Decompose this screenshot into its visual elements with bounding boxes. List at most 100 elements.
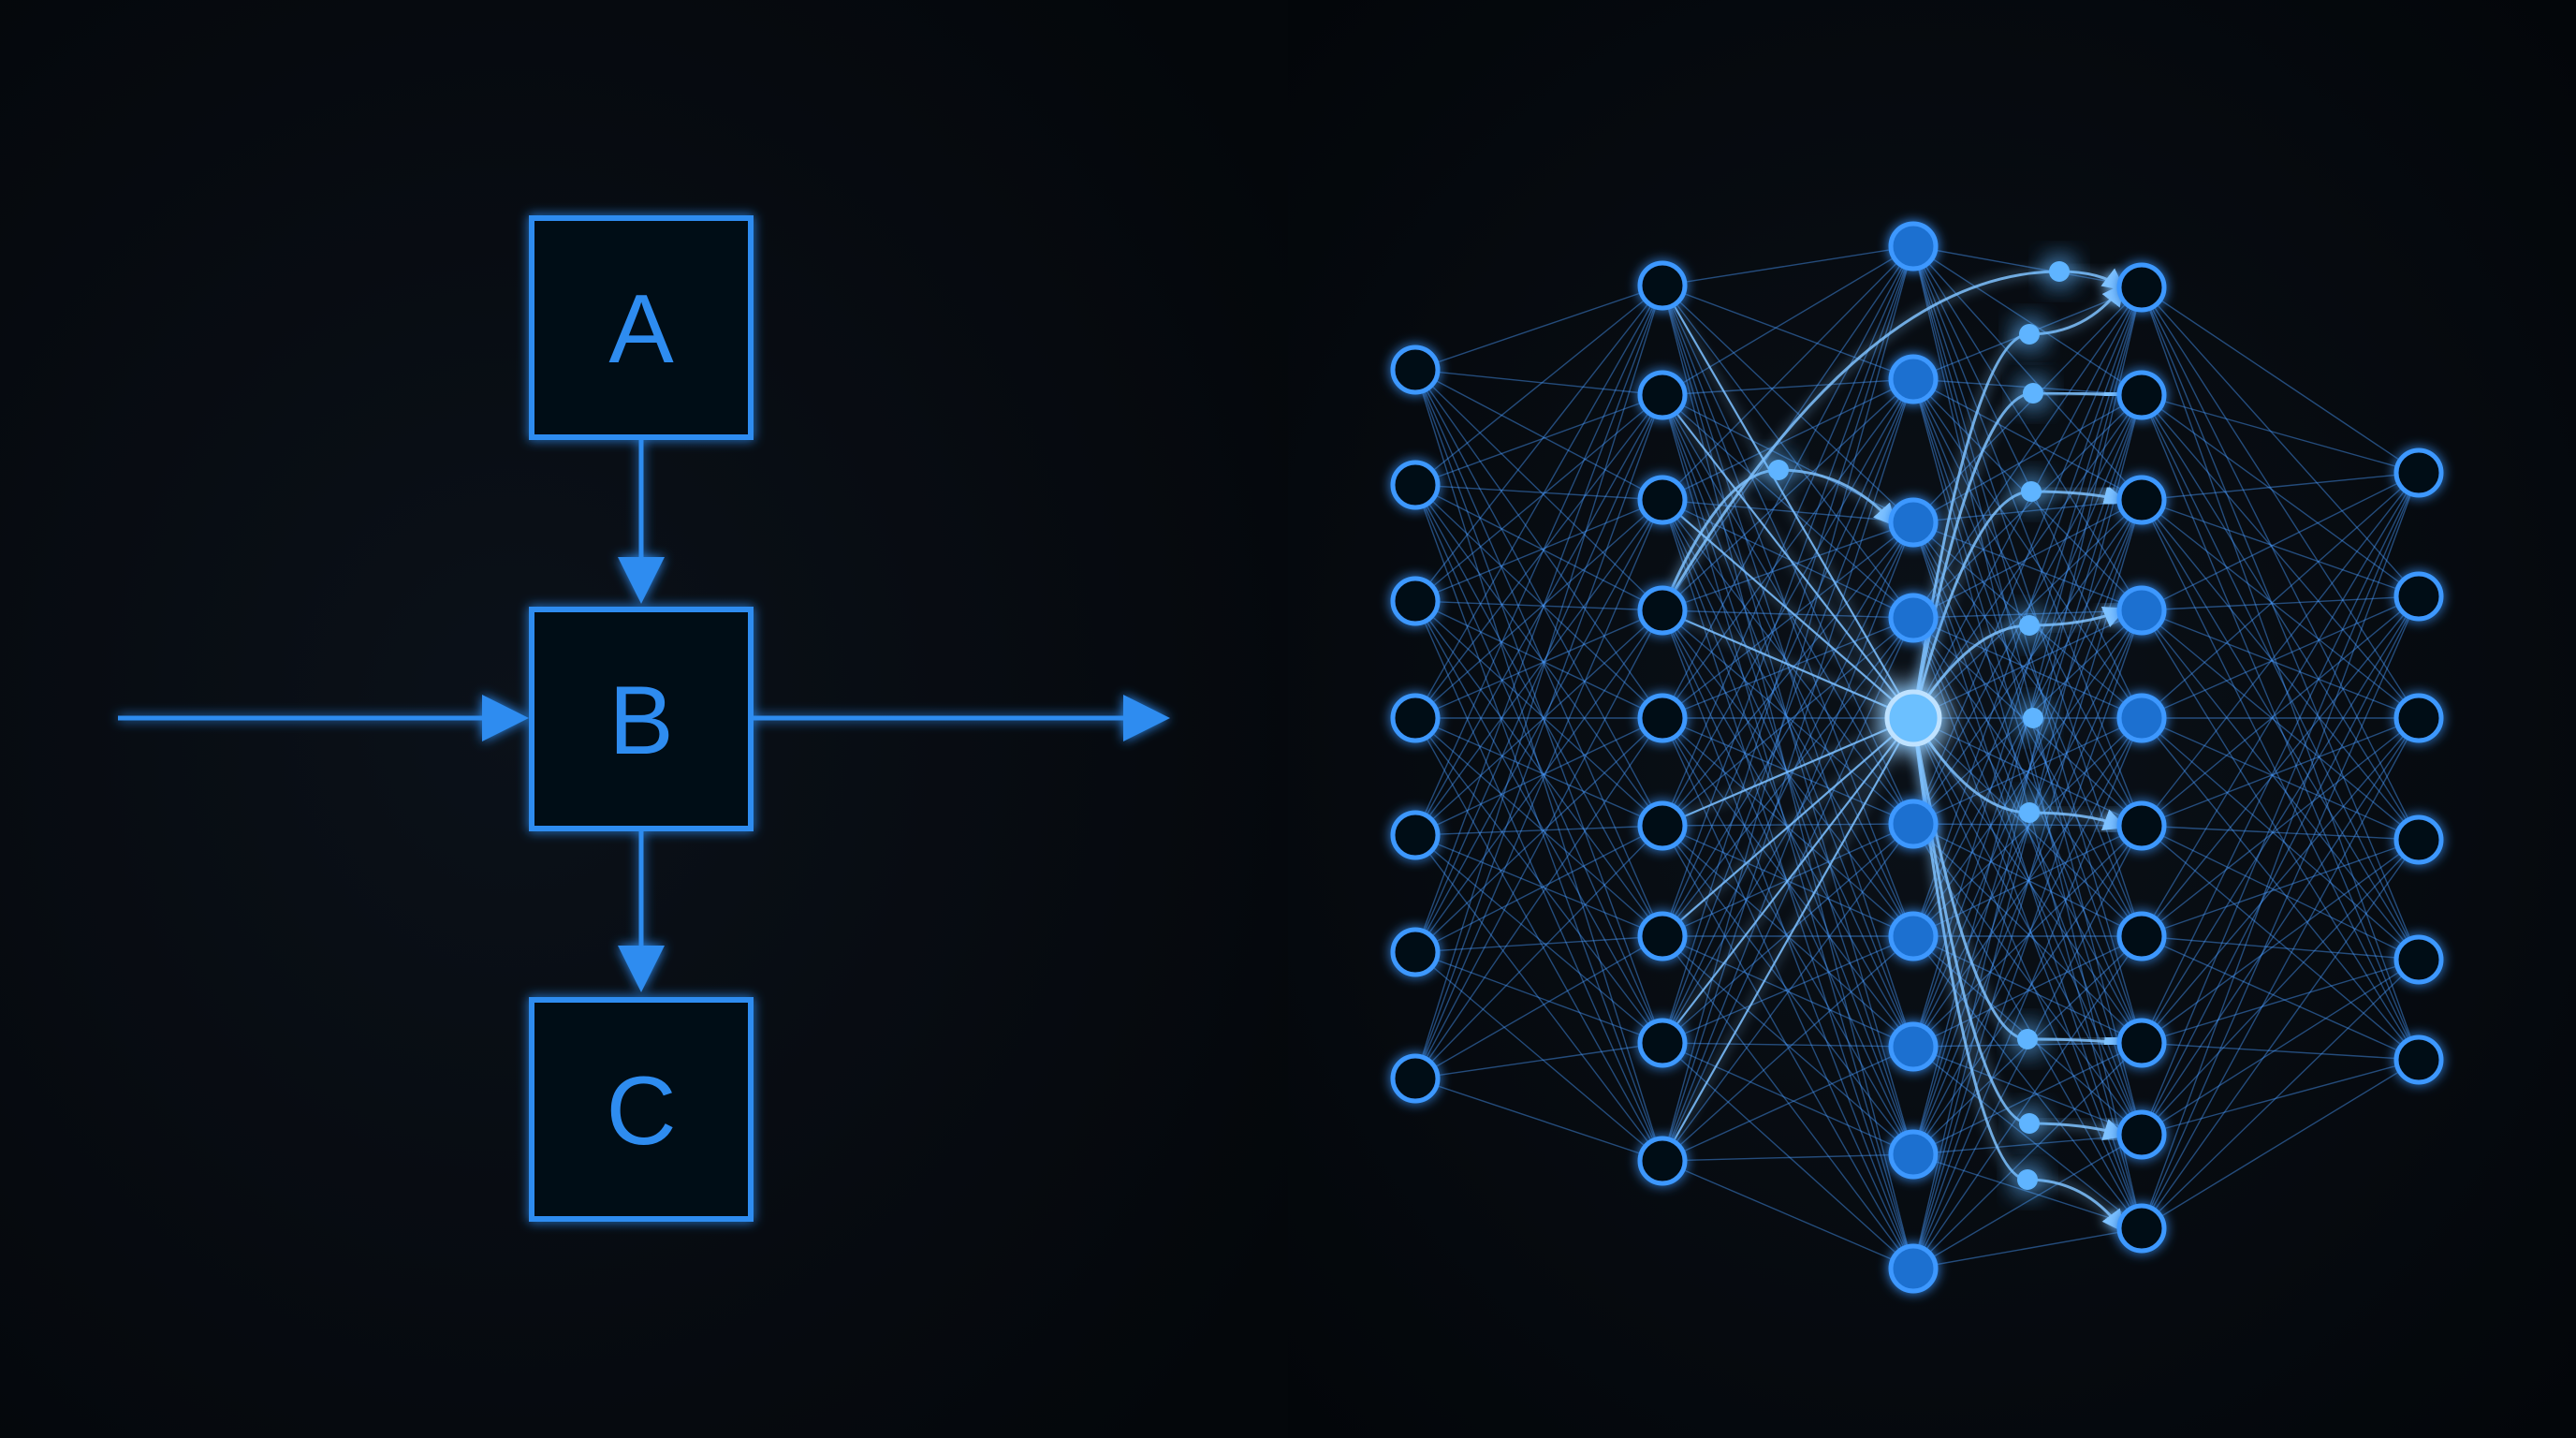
network-edge bbox=[2141, 472, 2420, 1136]
network-edge bbox=[1414, 369, 1663, 611]
network-edge bbox=[2141, 959, 2420, 1136]
network-edge bbox=[1414, 369, 1663, 719]
network-node bbox=[1888, 911, 1939, 961]
network-edge bbox=[1912, 499, 2143, 719]
network-node bbox=[1888, 497, 1939, 548]
hub-edge bbox=[1661, 394, 1914, 719]
network-edge bbox=[1912, 245, 2143, 396]
network-edge bbox=[1414, 600, 1663, 1044]
network-edge bbox=[2141, 959, 2420, 1044]
branch-arrow bbox=[2028, 809, 2127, 831]
network-node bbox=[1390, 1053, 1441, 1104]
network-edge bbox=[1912, 394, 2143, 619]
network-node bbox=[2116, 262, 2167, 313]
branch-curve bbox=[1911, 490, 2032, 719]
network-edge bbox=[2141, 717, 2420, 1136]
branch-arrow bbox=[2028, 606, 2127, 628]
hub-edge bbox=[1661, 285, 1914, 719]
network-edge bbox=[1661, 245, 1914, 827]
network-edge bbox=[1414, 499, 1663, 602]
network-edge bbox=[1661, 609, 1914, 1048]
network-edge bbox=[2141, 717, 2420, 827]
network-edge bbox=[1414, 394, 1663, 602]
network-edge bbox=[1661, 717, 1914, 1155]
branch-curve bbox=[1661, 270, 2060, 611]
network-node bbox=[1888, 221, 1939, 271]
network-edge bbox=[1661, 521, 1914, 1162]
network-edge bbox=[2141, 935, 2420, 961]
network-edge bbox=[1414, 484, 1663, 827]
network-node bbox=[1637, 475, 1688, 525]
network-edge bbox=[1661, 285, 1914, 380]
network-edge bbox=[1414, 825, 1663, 1079]
branch-point bbox=[2023, 708, 2043, 728]
network-edge bbox=[1661, 394, 1914, 1155]
network-edge bbox=[1414, 285, 1663, 719]
network-edge bbox=[1661, 394, 1914, 1048]
network-edge bbox=[1414, 499, 1663, 953]
branch-arrow bbox=[2028, 283, 2125, 336]
network-edge bbox=[1912, 609, 2143, 1269]
network-edge bbox=[2141, 839, 2420, 1044]
network-edge bbox=[1661, 285, 1914, 1048]
network-edge bbox=[2141, 717, 2420, 1044]
network-edge bbox=[2141, 839, 2420, 1136]
network-edge bbox=[1414, 394, 1663, 836]
network-edge bbox=[2141, 472, 2420, 719]
network-edge bbox=[1912, 617, 2143, 937]
network-edge bbox=[1661, 245, 1914, 501]
network-node bbox=[2393, 1034, 2444, 1085]
hub-edge bbox=[1661, 717, 1914, 937]
network-node bbox=[2116, 693, 2167, 743]
network-edge bbox=[1661, 521, 1914, 827]
network-edge bbox=[1912, 378, 2143, 719]
network-edge bbox=[1414, 825, 1663, 953]
network-edge bbox=[1414, 935, 1663, 953]
network-edge bbox=[1912, 521, 2143, 827]
network-edge bbox=[1661, 825, 1914, 1155]
network-edge bbox=[1414, 717, 1663, 953]
network-node bbox=[1888, 593, 1939, 643]
branch-curve bbox=[1911, 717, 2028, 1041]
network-edge bbox=[1414, 285, 1663, 953]
network-edge bbox=[1661, 378, 1914, 719]
network-node bbox=[1888, 1021, 1939, 1072]
network-node bbox=[1637, 260, 1688, 311]
network-node bbox=[1637, 370, 1688, 420]
network-edge bbox=[1414, 600, 1663, 827]
branch-point bbox=[2019, 1113, 2040, 1134]
network-edge bbox=[2141, 717, 2420, 1229]
network-edge bbox=[1414, 609, 1663, 953]
network-edge bbox=[1912, 617, 2143, 719]
network-node bbox=[2393, 448, 2444, 498]
network-edge bbox=[1912, 1042, 2143, 1269]
network-edge bbox=[1912, 609, 2143, 1155]
network-edge bbox=[1414, 600, 1663, 937]
network-node bbox=[1390, 693, 1441, 743]
network-edge bbox=[1912, 521, 2143, 611]
network-edge bbox=[2141, 717, 2420, 1061]
network-edge bbox=[1414, 717, 1663, 827]
branch-arrow bbox=[2027, 1030, 2127, 1053]
network-edge bbox=[1912, 499, 2143, 1048]
network-edge bbox=[1414, 935, 1663, 1079]
network-edge bbox=[1414, 369, 1663, 396]
network-edge bbox=[1414, 369, 1663, 1044]
network-edge bbox=[1661, 935, 1914, 1048]
network-edge bbox=[1661, 609, 1914, 937]
network-edge bbox=[1414, 600, 1663, 719]
network-edge bbox=[2141, 595, 2420, 937]
network-edge bbox=[1414, 499, 1663, 719]
network-edge bbox=[1912, 617, 2143, 1044]
network-edge bbox=[2141, 825, 2420, 961]
network-edge bbox=[1912, 394, 2143, 1269]
network-edge bbox=[2141, 717, 2420, 937]
network-edge bbox=[1661, 935, 1914, 1155]
network-edge bbox=[2141, 839, 2420, 1229]
network-node bbox=[2116, 475, 2167, 525]
network-edge bbox=[1661, 285, 1914, 619]
network-edge bbox=[1414, 499, 1663, 1079]
branch-point bbox=[2019, 615, 2040, 636]
network-edge bbox=[1414, 285, 1663, 836]
